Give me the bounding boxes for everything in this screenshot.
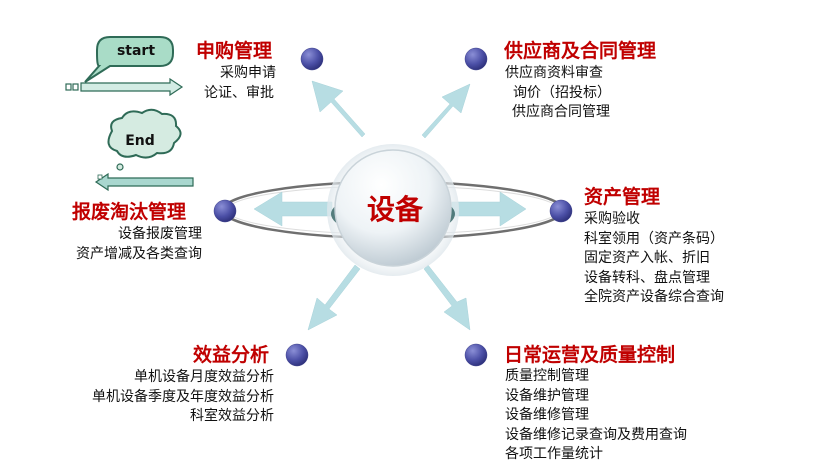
node-dot-scrap [213,199,237,223]
asset-item: 固定资产入帐、折旧 [584,250,710,266]
end-label: End [125,133,155,149]
center-sphere [334,149,452,267]
operation-items: 质量控制管理 设备维护管理 设备维修管理 设备维修记录查询及费用查询 各项工作量… [505,367,687,465]
operation-item: 设备维护管理 [505,387,589,404]
asset-title: 资产管理 [584,186,661,208]
node-dot-asset [549,199,573,223]
scrap-title: 报废淘汰管理 [72,201,187,223]
end-cloud [107,108,182,159]
node-dot-benefit [285,343,309,367]
arrow-to-supplier [421,83,471,139]
benefit-item: 科室效益分析 [190,408,274,424]
node-dot-supplier [464,47,488,71]
purchase-item: 论证、审批 [204,84,274,101]
asset-item: 设备转科、盘点管理 [584,269,710,286]
asset-item: 科室领用（资产条码） [584,230,724,247]
purchase-title: 申购管理 [196,40,273,62]
supplier-title: 供应商及合同管理 [504,40,657,62]
supplier-item: 供应商资料审查 [505,65,603,81]
purchase-items: 采购申请 论证、审批 [204,64,276,103]
arrow-to-purchase [311,80,366,138]
supplier-item: 询价（招投标） [513,84,611,101]
benefit-item: 单机设备季度及年度效益分析 [92,388,274,405]
end-arrow [94,172,194,192]
asset-items: 采购验收 科室领用（资产条码） 固定资产入帐、折旧 设备转科、盘点管理 全院资产… [584,210,724,308]
asset-item: 全院资产设备综合查询 [584,289,724,305]
purchase-item: 采购申请 [220,65,276,81]
center-label: 设备 [366,193,423,226]
arrow-to-benefit [307,264,361,331]
start-arrow [65,77,184,97]
operation-item: 设备维修记录查询及费用查询 [505,426,687,443]
arrow-to-scrap [253,191,333,227]
benefit-items: 单机设备月度效益分析 单机设备季度及年度效益分析 科室效益分析 [30,368,274,427]
benefit-title: 效益分析 [193,344,270,366]
node-dot-purchase [300,47,324,71]
supplier-item: 供应商合同管理 [512,104,610,120]
benefit-item: 单机设备月度效益分析 [134,369,274,385]
scrap-item: 设备报废管理 [118,226,202,242]
start-label: start [116,43,156,59]
scrap-items: 设备报废管理 资产增减及各类查询 [40,225,202,264]
asset-item: 采购验收 [584,211,640,227]
start-bubble [84,36,174,83]
arrow-to-asset [451,191,527,227]
operation-item: 各项工作量统计 [505,446,603,462]
operation-title: 日常运营及质量控制 [504,344,676,366]
scrap-item: 资产增减及各类查询 [76,245,202,262]
node-dot-operation [464,343,488,367]
supplier-items: 供应商资料审查 询价（招投标） 供应商合同管理 [505,64,611,123]
end-cloud-puff [116,163,124,171]
operation-item: 设备维修管理 [505,407,589,423]
operation-item: 质量控制管理 [505,368,589,384]
arrow-to-operation [423,264,471,331]
